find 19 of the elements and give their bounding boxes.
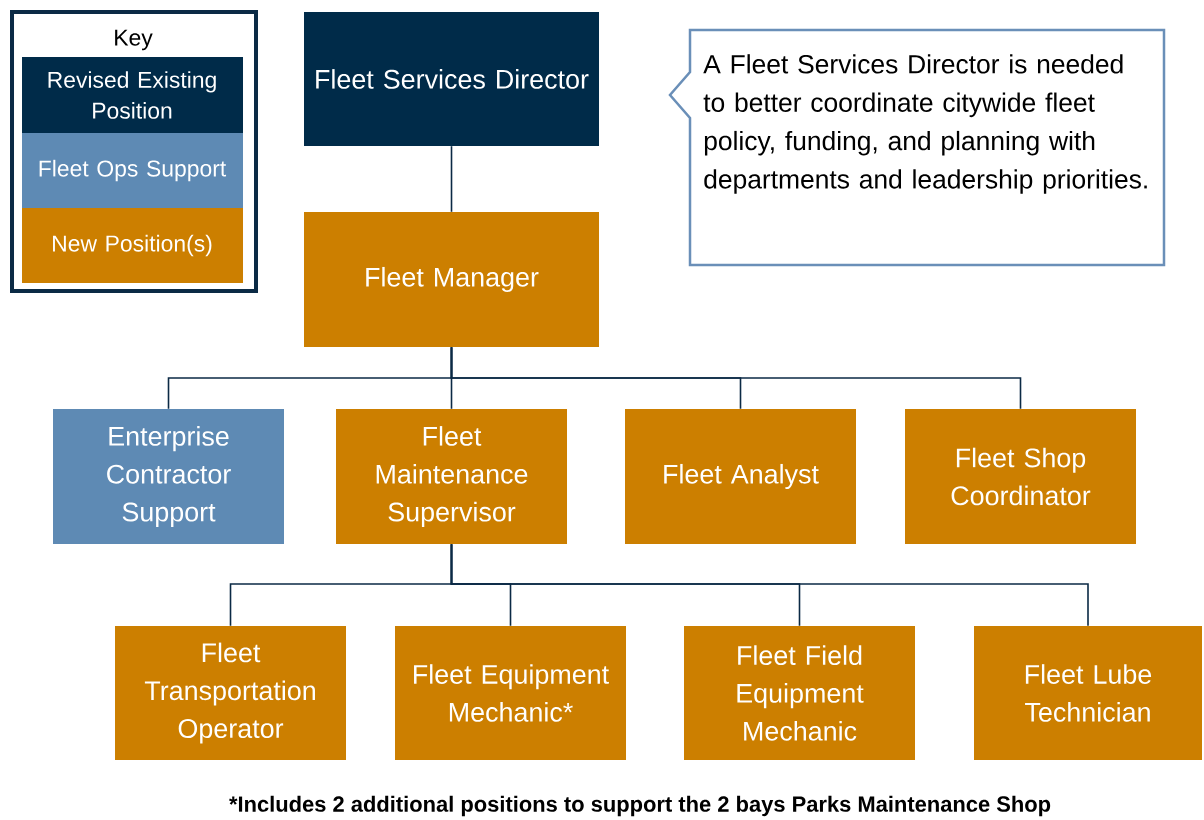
footnote: *Includes 2 additional positions to support the 2 bays Parks Maintenance Shop bbox=[229, 795, 1051, 817]
position-box: Fleet Lube Technician bbox=[974, 626, 1202, 760]
position-box: Fleet Maintenance Supervisor bbox=[336, 409, 567, 544]
position-box: Fleet Manager bbox=[304, 212, 599, 347]
position-box: Fleet Transportation Operator bbox=[115, 626, 346, 760]
callout-box: A Fleet Services Director is needed to better coordinate citywide fleet policy, funding, and planning with departments and leadership priorities. bbox=[668, 28, 1166, 267]
connector-line bbox=[450, 346, 1022, 410]
legend-label: New Position(s) bbox=[53, 234, 212, 257]
position-box: Fleet Services Director bbox=[304, 12, 599, 146]
position-box: Fleet Field Equipment Mechanic bbox=[684, 626, 915, 760]
position-box: Enterprise Contractor Support bbox=[53, 409, 284, 544]
connector-line bbox=[450, 543, 1089, 627]
legend-label: Revised Existing Position bbox=[48, 71, 216, 119]
connector-line bbox=[450, 145, 453, 213]
position-box: Fleet Analyst bbox=[625, 409, 856, 544]
position-box: Fleet Shop Coordinator bbox=[905, 409, 1136, 544]
legend-label: Fleet Ops Support bbox=[39, 159, 227, 182]
position-box: Fleet Equipment Mechanic* bbox=[395, 626, 626, 760]
legend-title: Key bbox=[115, 29, 153, 51]
